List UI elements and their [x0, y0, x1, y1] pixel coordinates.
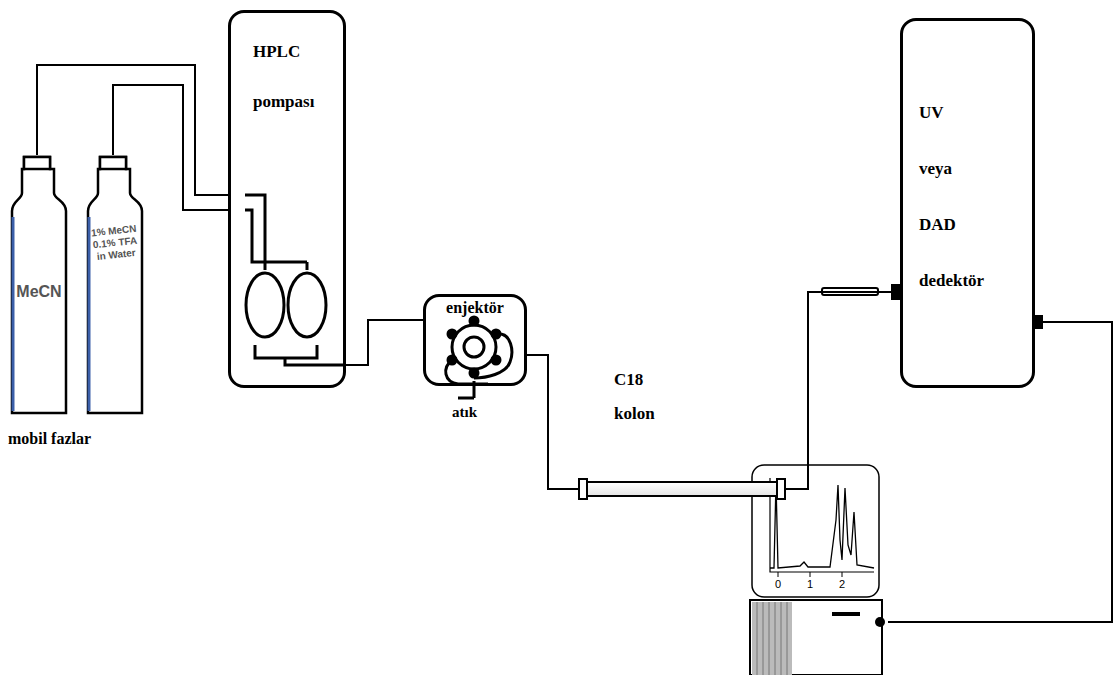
node-label: HPLC pompası	[253, 27, 343, 127]
node-label: C18 kolon	[614, 363, 684, 431]
node-label: enjektör	[426, 299, 524, 317]
injector-box: enjektör	[423, 294, 527, 386]
axis-tick: 1	[807, 578, 813, 590]
axis-tick: 0	[775, 578, 781, 590]
bottle-outline	[86, 155, 144, 415]
detector-box: UV veya DAD dedektör	[900, 18, 1035, 388]
solvent-bottle: MeCN	[10, 155, 68, 415]
node-label: MeCN	[12, 283, 66, 301]
tubing-line	[527, 355, 578, 489]
waste-label: atık	[452, 404, 477, 421]
node-label: 1% MeCN 0.1% TFA in Water	[89, 223, 141, 264]
c18-column: C18 kolon	[578, 481, 786, 497]
column-end-fitting	[776, 478, 786, 500]
group-label: mobil fazlar	[8, 430, 91, 448]
tubing-line	[786, 292, 900, 489]
signal-cable	[888, 322, 1112, 622]
solvent-bottle: 1% MeCN 0.1% TFA in Water	[86, 155, 144, 415]
pump-box: HPLC pompası	[228, 10, 346, 388]
tubing-line	[346, 320, 423, 365]
axis-tick: 2	[839, 578, 845, 590]
node-label: UV veya DAD dedektör	[919, 85, 1029, 309]
column-end-fitting	[578, 478, 588, 500]
pump-heads	[245, 195, 345, 365]
